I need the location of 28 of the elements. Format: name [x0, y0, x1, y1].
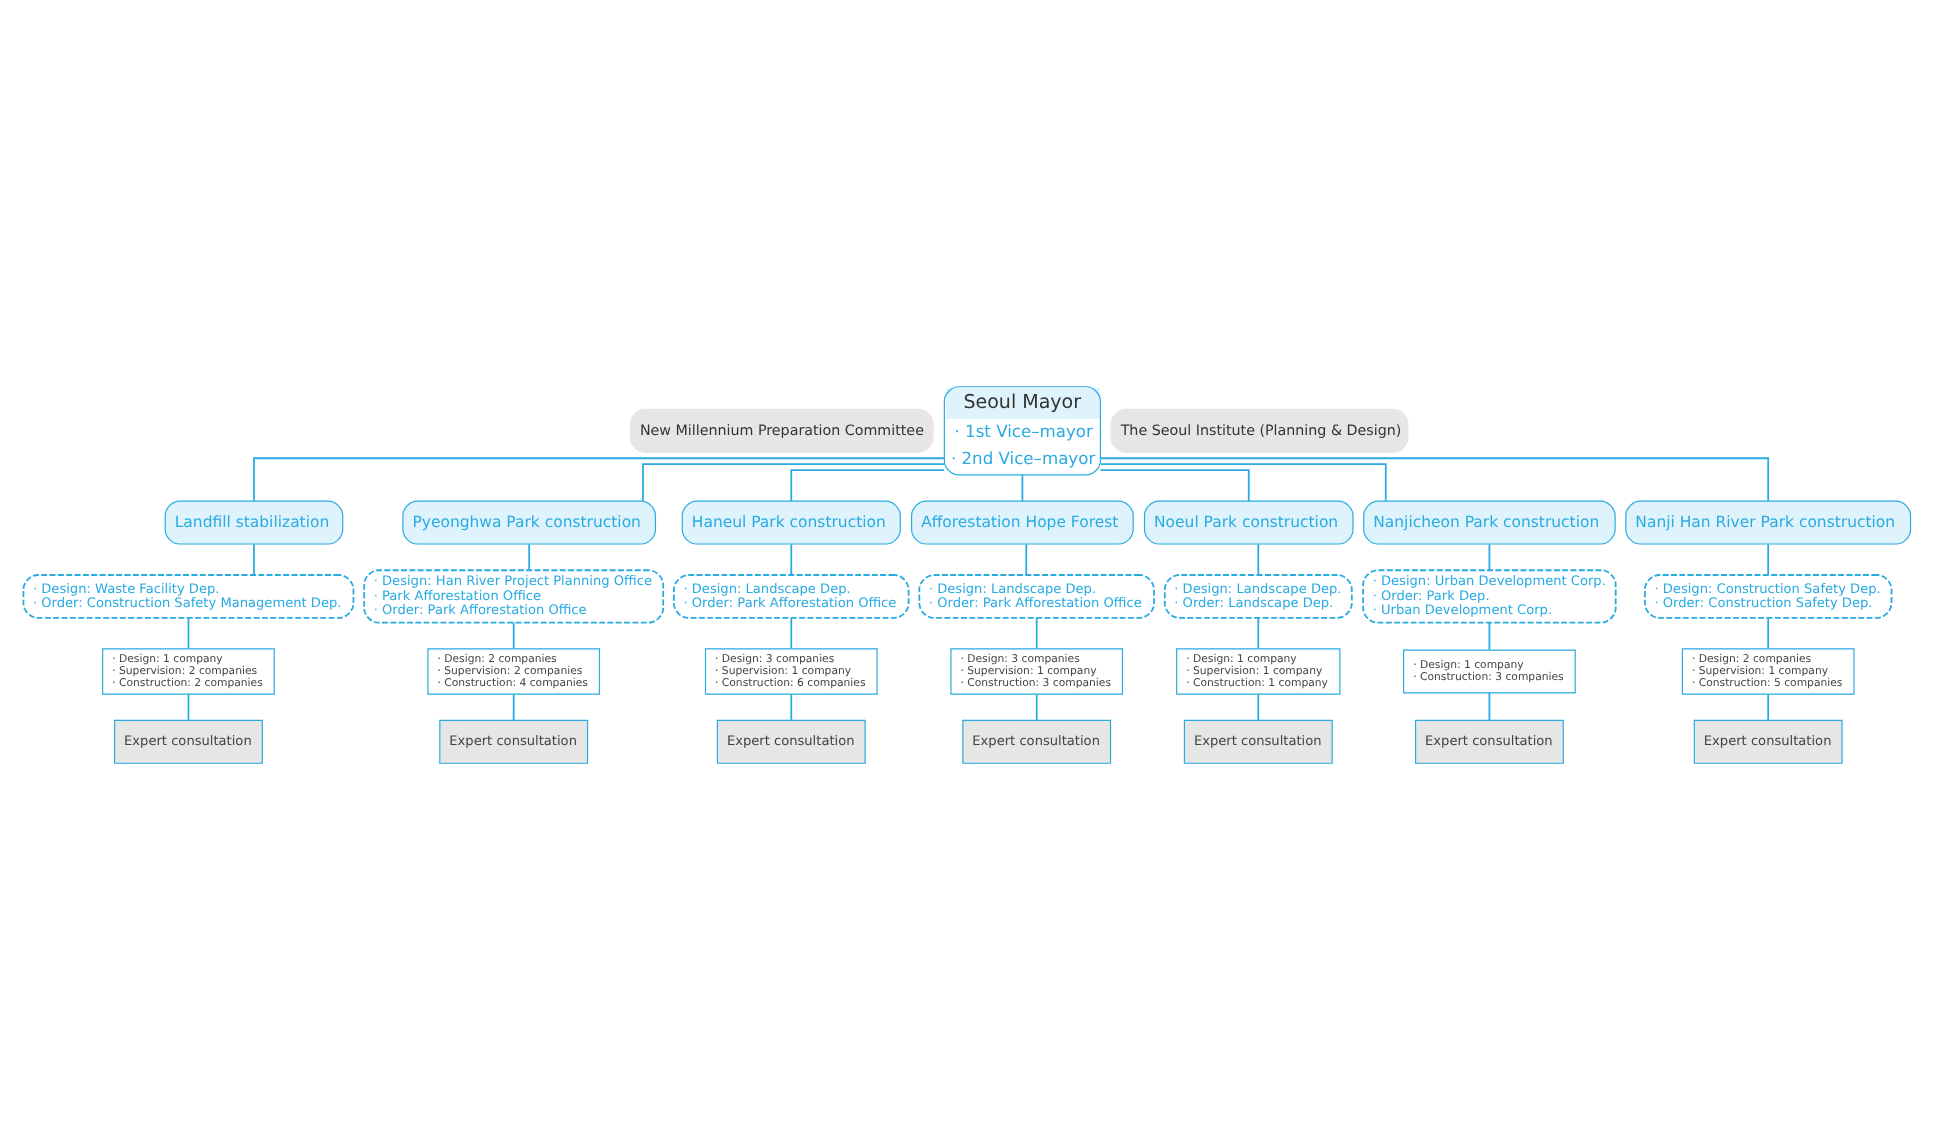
connector: [1099, 456, 1770, 501]
connector: [1257, 692, 1260, 720]
connector: [187, 616, 190, 649]
connector: [1488, 691, 1491, 720]
connector: [512, 620, 515, 649]
connector: [187, 692, 190, 720]
connector: [790, 616, 793, 649]
connector: [1488, 542, 1491, 570]
connector: [512, 692, 515, 720]
connector: [1099, 462, 1387, 501]
connector: [790, 692, 793, 720]
connector: [1488, 620, 1491, 650]
connector: [1767, 692, 1770, 720]
connector: [1035, 692, 1038, 720]
connector: [790, 468, 946, 501]
connector: [1021, 473, 1024, 501]
connector: [1025, 542, 1028, 575]
connector: [1257, 616, 1260, 649]
connector: [1099, 468, 1250, 501]
connector: [642, 462, 946, 501]
connector: [1257, 542, 1260, 575]
connector: [1035, 616, 1038, 649]
connector: [253, 456, 946, 501]
connector: [1767, 542, 1770, 575]
connector: [528, 542, 531, 570]
connector: [1767, 616, 1770, 649]
connector: [253, 542, 255, 575]
connector: [790, 542, 793, 575]
